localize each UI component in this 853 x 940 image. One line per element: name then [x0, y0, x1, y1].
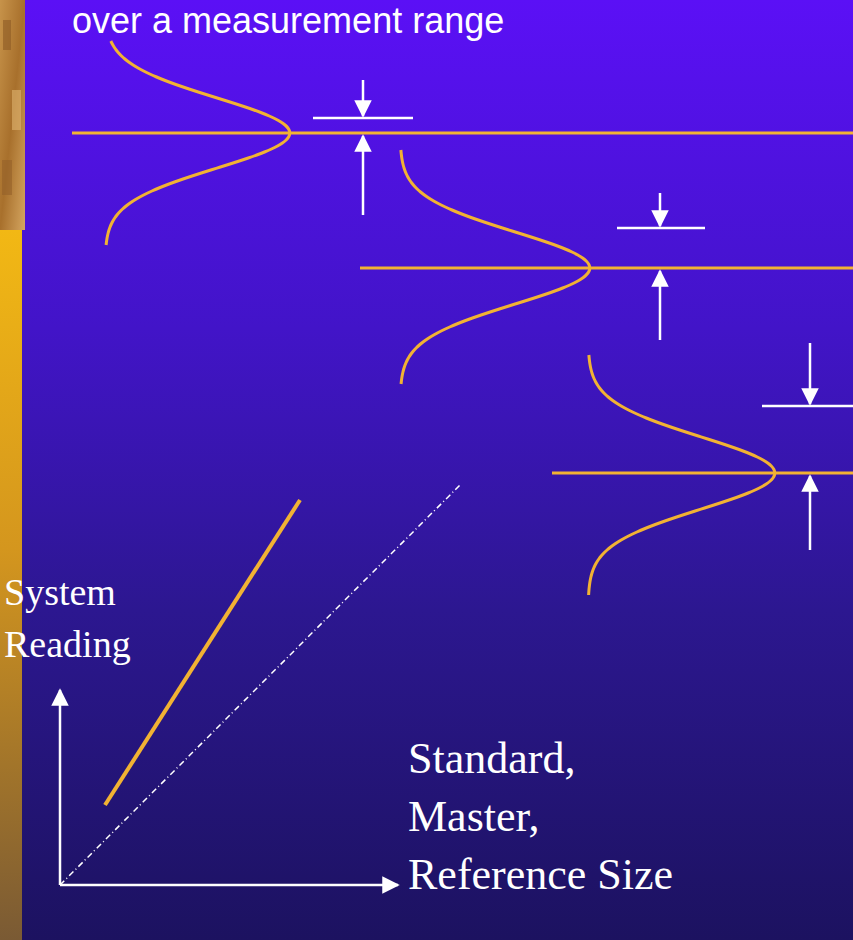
texture-spot: [12, 90, 21, 130]
distribution-curve: [589, 355, 775, 595]
x-axis: [60, 884, 398, 887]
measured-line: [105, 500, 300, 805]
axis-label: System Reading: [4, 566, 154, 670]
bias-arrow: [809, 476, 812, 550]
bias-arrow: [809, 343, 812, 404]
slide-title: over a measurement range: [72, 0, 832, 42]
distribution-curve: [106, 41, 290, 245]
ideal-line: [60, 485, 460, 885]
label-text: over a measurement range: [72, 0, 504, 41]
reference-tick: [617, 227, 705, 230]
reference-tick: [313, 117, 413, 120]
distribution-curves: [72, 41, 853, 595]
bias-arrow: [362, 136, 365, 215]
linearity-graph: [60, 485, 460, 885]
label-text: Standard, Master, Reference Size: [408, 734, 673, 899]
y-axis: [59, 690, 62, 885]
bias-markers: [313, 80, 853, 550]
label-text: System Reading: [4, 571, 131, 665]
mean-line: [72, 132, 853, 135]
bias-arrow: [659, 271, 662, 340]
mean-line: [552, 472, 853, 475]
axis-label: Standard, Master, Reference Size: [408, 730, 708, 904]
mean-line: [360, 267, 853, 270]
reference-tick: [762, 405, 853, 408]
bias-arrow: [659, 193, 662, 226]
texture-spot: [2, 160, 12, 195]
texture-spot: [3, 20, 11, 50]
bias-arrow: [362, 80, 365, 116]
texture-strip: [0, 0, 25, 230]
